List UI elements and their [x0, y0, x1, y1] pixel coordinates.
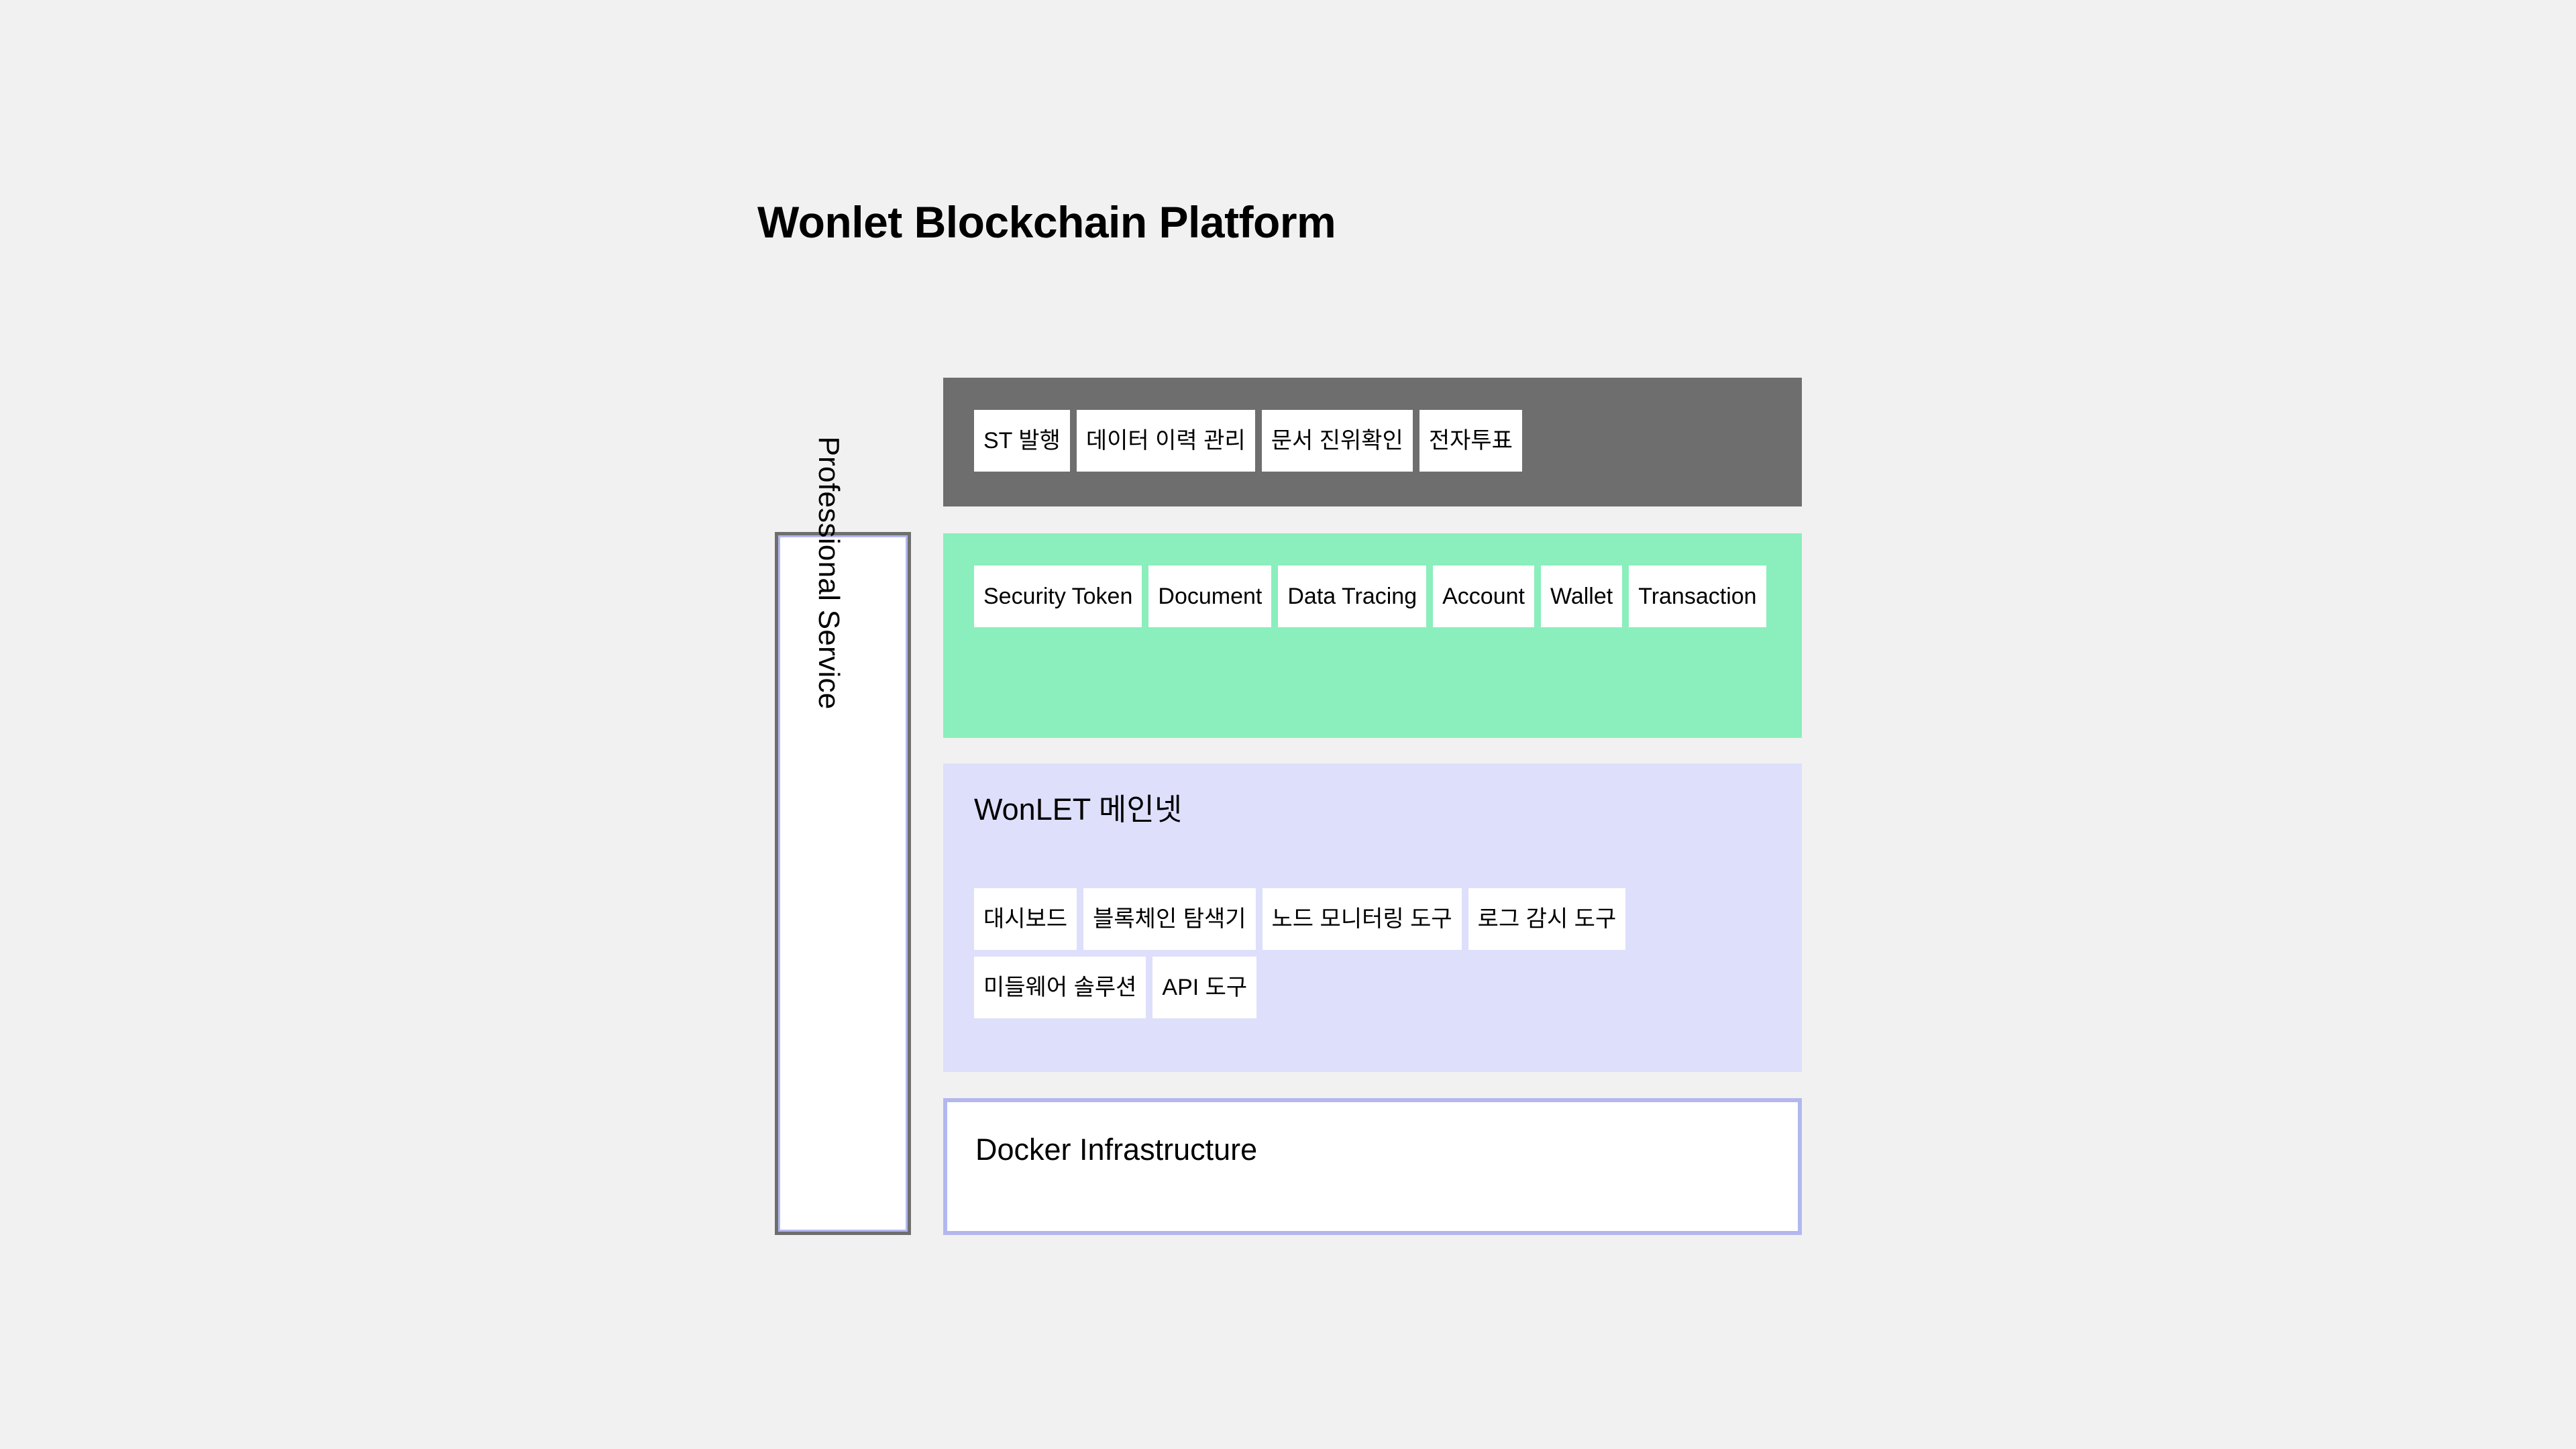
professional-service-panel: Professional Service [775, 436, 911, 1235]
chip-api-tools[interactable]: API 도구 [1152, 957, 1257, 1018]
applications-layer: ST 발행 데이터 이력 관리 문서 진위확인 전자투표 [943, 378, 1802, 506]
chip-node-monitoring[interactable]: 노드 모니터링 도구 [1262, 888, 1462, 950]
chip-middleware-solution[interactable]: 미들웨어 솔루션 [974, 957, 1146, 1018]
chip-dashboard[interactable]: 대시보드 [974, 888, 1077, 950]
chip-document[interactable]: Document [1148, 566, 1272, 627]
chip-wallet[interactable]: Wallet [1540, 566, 1623, 627]
chip-blockchain-explorer[interactable]: 블록체인 탐색기 [1083, 888, 1256, 950]
chip-log-monitoring[interactable]: 로그 감시 도구 [1468, 888, 1626, 950]
chip-transaction[interactable]: Transaction [1629, 566, 1766, 627]
chip-data-tracing[interactable]: Data Tracing [1278, 566, 1427, 627]
mainnet-layer: WonLET 메인넷 대시보드 블록체인 탐색기 노드 모니터링 도구 로그 감… [943, 763, 1802, 1072]
mainnet-chip-row: 대시보드 블록체인 탐색기 노드 모니터링 도구 로그 감시 도구 미들웨어 솔… [974, 888, 1788, 1018]
panel-inner-border [778, 535, 908, 1232]
applications-chip-row: ST 발행 데이터 이력 관리 문서 진위확인 전자투표 [974, 410, 1788, 472]
infrastructure-heading: Docker Infrastructure [975, 1132, 1258, 1167]
mainnet-heading: WonLET 메인넷 [974, 792, 1183, 826]
chip-account[interactable]: Account [1433, 566, 1534, 627]
page-title: Wonlet Blockchain Platform [757, 197, 1336, 247]
chip-security-token[interactable]: Security Token [974, 566, 1142, 627]
chip-document-verify[interactable]: 문서 진위확인 [1261, 410, 1413, 472]
infrastructure-layer: Docker Infrastructure [943, 1098, 1802, 1235]
professional-service-label: Professional Service [812, 436, 845, 710]
chip-electronic-voting[interactable]: 전자투표 [1419, 410, 1522, 472]
services-layer: Security Token Document Data Tracing Acc… [943, 533, 1802, 738]
chip-data-history[interactable]: 데이터 이력 관리 [1076, 410, 1255, 472]
chip-st-issuance[interactable]: ST 발행 [974, 410, 1070, 472]
services-chip-row: Security Token Document Data Tracing Acc… [974, 566, 1788, 627]
